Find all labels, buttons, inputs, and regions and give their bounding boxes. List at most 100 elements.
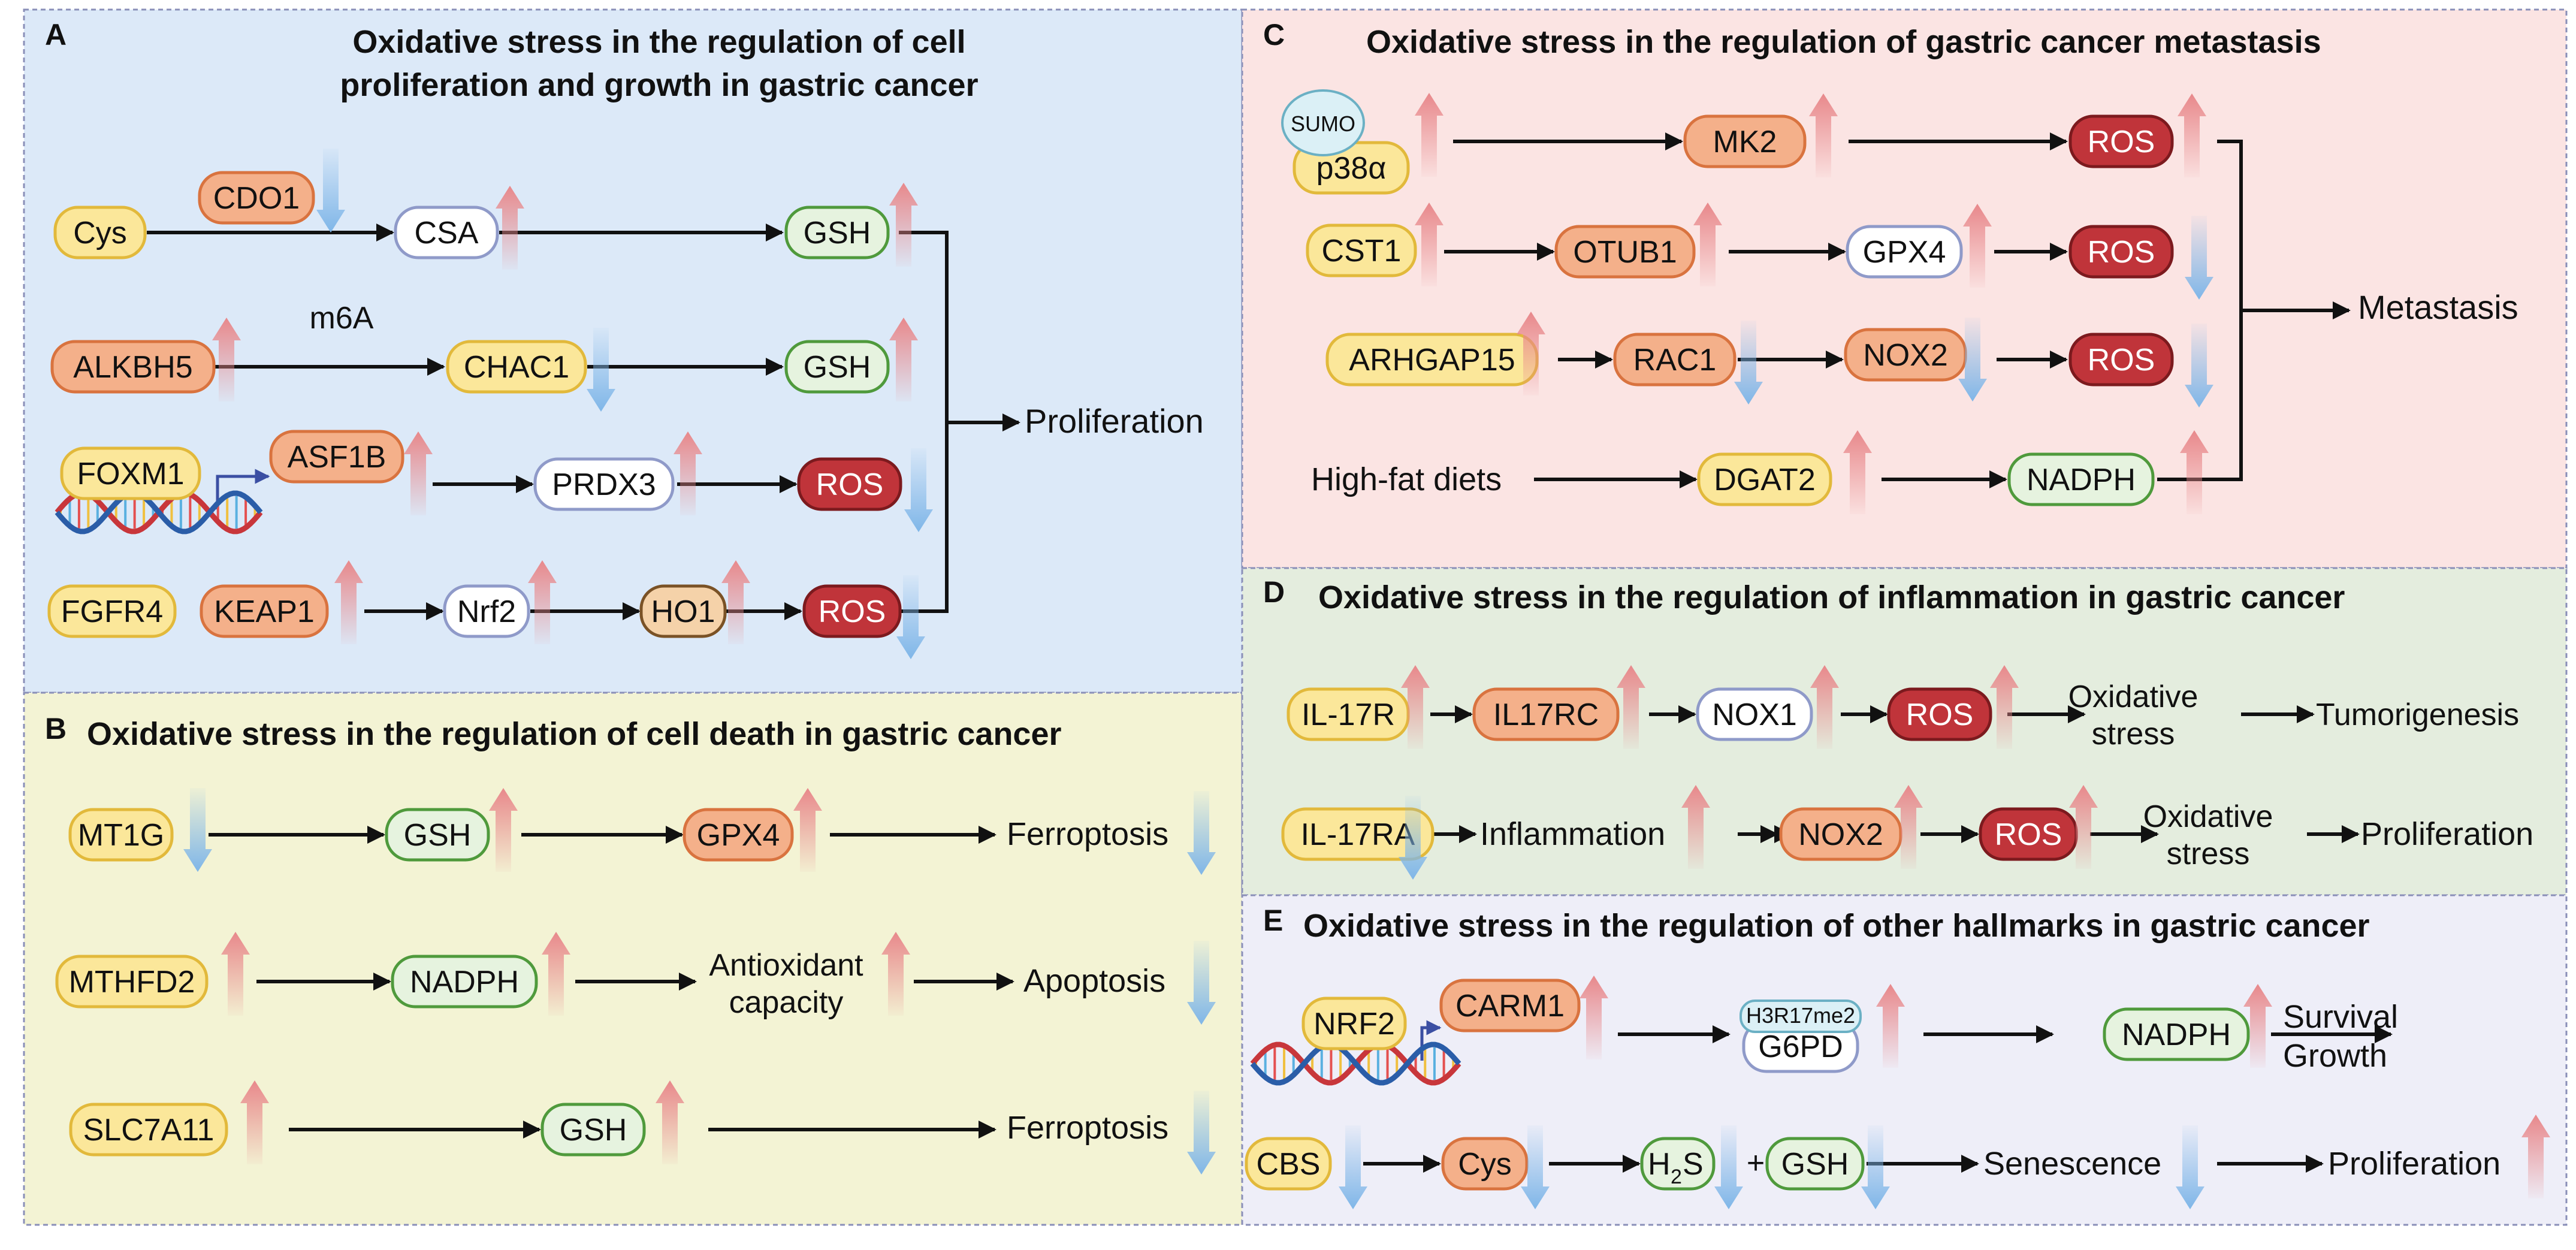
c-ros3-node: ROS [2068, 333, 2174, 387]
a-chac1-node: CHAC1 [446, 340, 587, 394]
node-label: CDO1 [213, 181, 300, 216]
node-label: ROS [1906, 698, 1974, 732]
h3r17me2-mark-node: H3R17me2 [1740, 1000, 1862, 1033]
node-label: RAC1 [1633, 343, 1717, 378]
e-senescence-label: Senescence [1983, 1146, 2161, 1182]
up-regulation-arrow-icon [240, 1080, 269, 1164]
node-label: ROS [816, 467, 884, 502]
a-asf1b-node: ASF1B [269, 430, 404, 484]
up-regulation-arrow-icon [1681, 785, 1710, 869]
e-nrf2-node: NRF2 [1301, 997, 1407, 1050]
b-slc7a11-node: SLC7A11 [69, 1103, 228, 1157]
node-label: NADPH [2027, 463, 2136, 497]
c-mk2-node: MK2 [1683, 114, 1807, 168]
node-label: NOX2 [1863, 338, 1948, 373]
b-antiox-1-label: Antioxidant [709, 948, 863, 983]
c-ros1-node: ROS [2068, 114, 2174, 168]
down-regulation-arrow-icon [1187, 1091, 1216, 1174]
node-label: ARHGAP15 [1349, 343, 1515, 378]
h2s-h: H [1648, 1147, 1671, 1182]
node-label: HO1 [651, 594, 715, 629]
down-regulation-arrow-icon [1521, 1125, 1550, 1209]
c-gpx4-node: GPX4 [1846, 225, 1963, 279]
a-nrf2-node: Nrf2 [443, 584, 530, 638]
down-regulation-arrow-icon [587, 328, 615, 412]
down-regulation-arrow-icon [2176, 1125, 2204, 1209]
b-gsh1-node: GSH [385, 808, 490, 862]
a-fgfr4-node: FGFR4 [47, 584, 177, 638]
panel-title: Oxidative stress in the regulation of ce… [352, 24, 965, 60]
node-label: GPX4 [1863, 235, 1946, 270]
e-cbs-node: CBS [1245, 1137, 1332, 1191]
a-cys-node: Cys [53, 206, 147, 259]
e-surv2-label: Growth [2283, 1038, 2387, 1074]
node-label: MK2 [1713, 125, 1777, 159]
up-regulation-arrow-icon [1693, 203, 1722, 286]
c-dgat2-node: DGAT2 [1697, 452, 1832, 506]
e-prolif-label: Proliferation [2328, 1146, 2500, 1182]
up-regulation-arrow-icon [721, 560, 750, 644]
up-regulation-arrow-icon [1810, 665, 1839, 749]
down-regulation-arrow-icon [1187, 791, 1216, 875]
a-out-label: Proliferation [1025, 402, 1204, 440]
c-rac1-node: RAC1 [1613, 333, 1737, 387]
up-regulation-arrow-icon [212, 318, 241, 401]
up-regulation-arrow-icon [881, 932, 910, 1016]
node-label: KEAP1 [214, 594, 315, 629]
c-hfd-label: High-fat diets [1311, 461, 1502, 497]
d-inflam-label: Inflammation [1480, 816, 1665, 852]
down-regulation-arrow-icon [896, 575, 925, 659]
node-label: SLC7A11 [83, 1113, 215, 1148]
down-regulation-arrow-icon [1958, 318, 1987, 401]
b-gsh2-node: GSH [540, 1103, 646, 1157]
node-label: ROS [2088, 343, 2155, 378]
node-label: ROS [1995, 817, 2062, 852]
c-cst1-node: CST1 [1306, 224, 1417, 277]
node-label: ROS [819, 594, 886, 629]
b-mthfd2-node: MTHFD2 [55, 955, 209, 1009]
a-foxm1-node: FOXM1 [60, 446, 201, 500]
b-out1-label: Ferroptosis [1007, 816, 1168, 852]
up-regulation-arrow-icon [656, 1080, 684, 1164]
a-cdo1-node: CDO1 [198, 171, 315, 225]
panel-title: Oxidative stress in the regulation of ce… [87, 716, 1062, 752]
node-label: GSH [560, 1113, 627, 1148]
d-il17ra-node: IL-17RA [1281, 807, 1435, 861]
node-label: NOX1 [1712, 698, 1797, 732]
node-label: ASF1B [288, 440, 386, 475]
h2s-subscript: 2 [1671, 1166, 1682, 1188]
node-label: MT1G [78, 818, 164, 853]
a-prdx3-node: PRDX3 [533, 457, 675, 511]
h3r17me2-label: H3R17me2 [1746, 1003, 1855, 1028]
e-plus-label: + [1747, 1146, 1765, 1180]
d-tumor-label: Tumorigenesis [2316, 698, 2519, 732]
a-ros1-node: ROS [797, 457, 902, 511]
b-antiox-2-label: capacity [729, 985, 844, 1020]
up-regulation-arrow-icon [889, 183, 918, 267]
down-regulation-arrow-icon [904, 448, 933, 532]
panel-title: Oxidative stress in the regulation of in… [1318, 579, 2345, 615]
a-gsh2-node: GSH [784, 340, 890, 394]
b-gpx4-node: GPX4 [682, 808, 794, 862]
node-label: NADPH [2122, 1017, 2231, 1052]
up-regulation-arrow-icon [1963, 204, 1992, 288]
panel-letter-b: B [45, 712, 67, 745]
node-label: IL17RC [1493, 698, 1599, 732]
node-label: ALKBH5 [73, 350, 192, 385]
node-label: MTHFD2 [69, 965, 195, 1000]
d-nox2-node: NOX2 [1779, 807, 1902, 861]
panel-title: Oxidative stress in the regulation of ot… [1303, 908, 2370, 944]
a-ho1-node: HO1 [639, 584, 727, 638]
d-nox1-node: NOX1 [1696, 687, 1813, 741]
down-regulation-arrow-icon [2185, 324, 2213, 407]
up-regulation-arrow-icon [1990, 665, 2019, 749]
up-regulation-arrow-icon [793, 788, 822, 872]
down-regulation-arrow-icon [1187, 941, 1216, 1025]
a-alkbh5-node: ALKBH5 [50, 340, 216, 394]
down-regulation-arrow-icon [2185, 216, 2213, 300]
up-regulation-arrow-icon [404, 431, 433, 515]
down-regulation-arrow-icon [1399, 796, 1427, 880]
up-regulation-arrow-icon [1517, 312, 1545, 395]
transcription-start-arrow [216, 469, 270, 509]
